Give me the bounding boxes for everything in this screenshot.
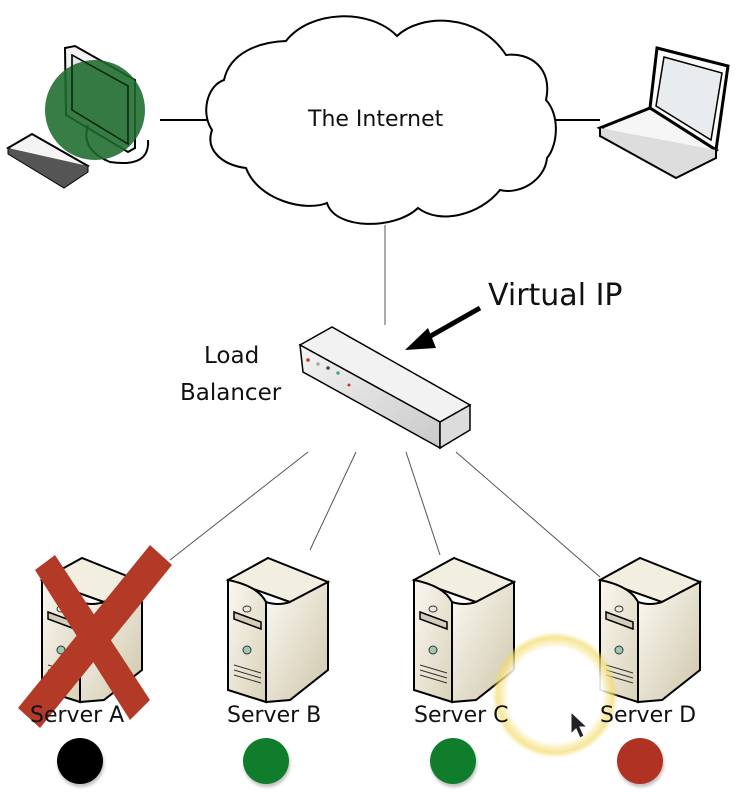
server-d-status-dot <box>617 738 663 784</box>
server-b-status-dot <box>243 738 289 784</box>
virtual-ip-label: Virtual IP <box>488 278 623 313</box>
server-d-label: Server D <box>600 703 697 728</box>
virtual-ip-arrow-icon <box>405 305 482 350</box>
link-lb-server-b <box>309 451 357 551</box>
internet-cloud <box>205 15 557 225</box>
desktop-active-highlight <box>45 60 145 160</box>
server-a-status-dot <box>57 738 103 784</box>
cursor-click-highlight <box>492 632 618 758</box>
load-balancer-label-line1: Load <box>204 343 260 369</box>
server-c-label: Server C <box>414 703 509 728</box>
server-b-icon <box>227 557 329 703</box>
load-balancer-label-line2: Balancer <box>180 380 282 406</box>
server-b-label: Server B <box>227 703 322 728</box>
desktop-computer-icon <box>6 44 150 189</box>
server-a-failed-cross-icon <box>18 545 172 728</box>
server-c-status-dot <box>430 738 476 784</box>
link-lb-server-c <box>405 451 441 556</box>
laptop-icon <box>596 46 730 180</box>
internet-label: The Internet <box>308 107 444 132</box>
load-balancer-icon <box>298 326 472 450</box>
link-lb-server-d <box>455 451 601 578</box>
mouse-cursor-icon <box>570 710 589 739</box>
server-a-label: Server A <box>30 703 125 728</box>
link-lb-server-a <box>169 451 309 561</box>
